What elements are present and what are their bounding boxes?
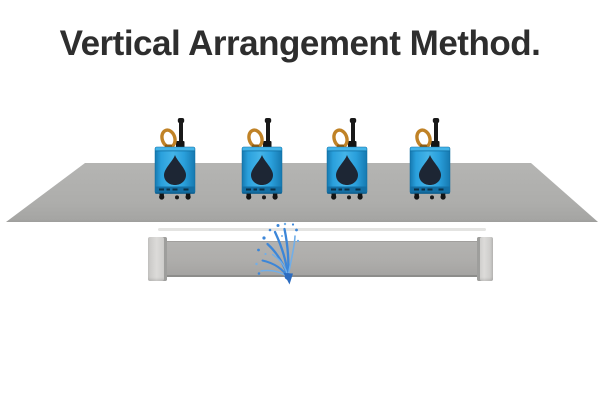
water-drop-icon <box>419 155 441 185</box>
label-band <box>410 186 450 194</box>
ring-handle-icon <box>332 128 349 149</box>
diagram-title: Vertical Arrangement Method. <box>59 24 541 63</box>
device-feet <box>414 193 446 200</box>
leak-detector-device <box>326 118 368 200</box>
label-band <box>327 186 367 194</box>
devices-row <box>0 110 600 200</box>
antenna-icon <box>348 118 357 148</box>
water-drop-icon <box>336 155 358 185</box>
water-drop-icon <box>164 155 186 185</box>
antenna-icon <box>176 118 185 148</box>
device-feet <box>159 193 191 200</box>
ring-handle-icon <box>160 128 177 149</box>
label-band <box>155 186 195 194</box>
leak-detector-device <box>154 118 196 200</box>
device-feet <box>331 193 363 200</box>
pipeline <box>148 237 493 281</box>
water-drop-icon <box>251 155 273 185</box>
water-leak-spray <box>255 222 300 285</box>
leak-detector-device <box>241 118 283 200</box>
ring-handle-icon <box>415 128 432 149</box>
leak-detector-device <box>409 118 451 200</box>
pipe-flange-right <box>477 237 493 281</box>
ring-handle-icon <box>247 128 264 149</box>
label-band <box>242 186 282 194</box>
leak-base <box>283 273 293 285</box>
pipe-body <box>167 241 477 277</box>
pipe-top-highlight <box>158 228 486 231</box>
spray-droplets <box>257 223 298 275</box>
antenna-icon <box>431 118 440 148</box>
device-feet <box>246 193 278 200</box>
antenna-icon <box>263 118 272 148</box>
pipe-flange-left <box>148 237 167 281</box>
ground-platform <box>6 163 598 222</box>
spray-droplets-light <box>255 222 300 266</box>
